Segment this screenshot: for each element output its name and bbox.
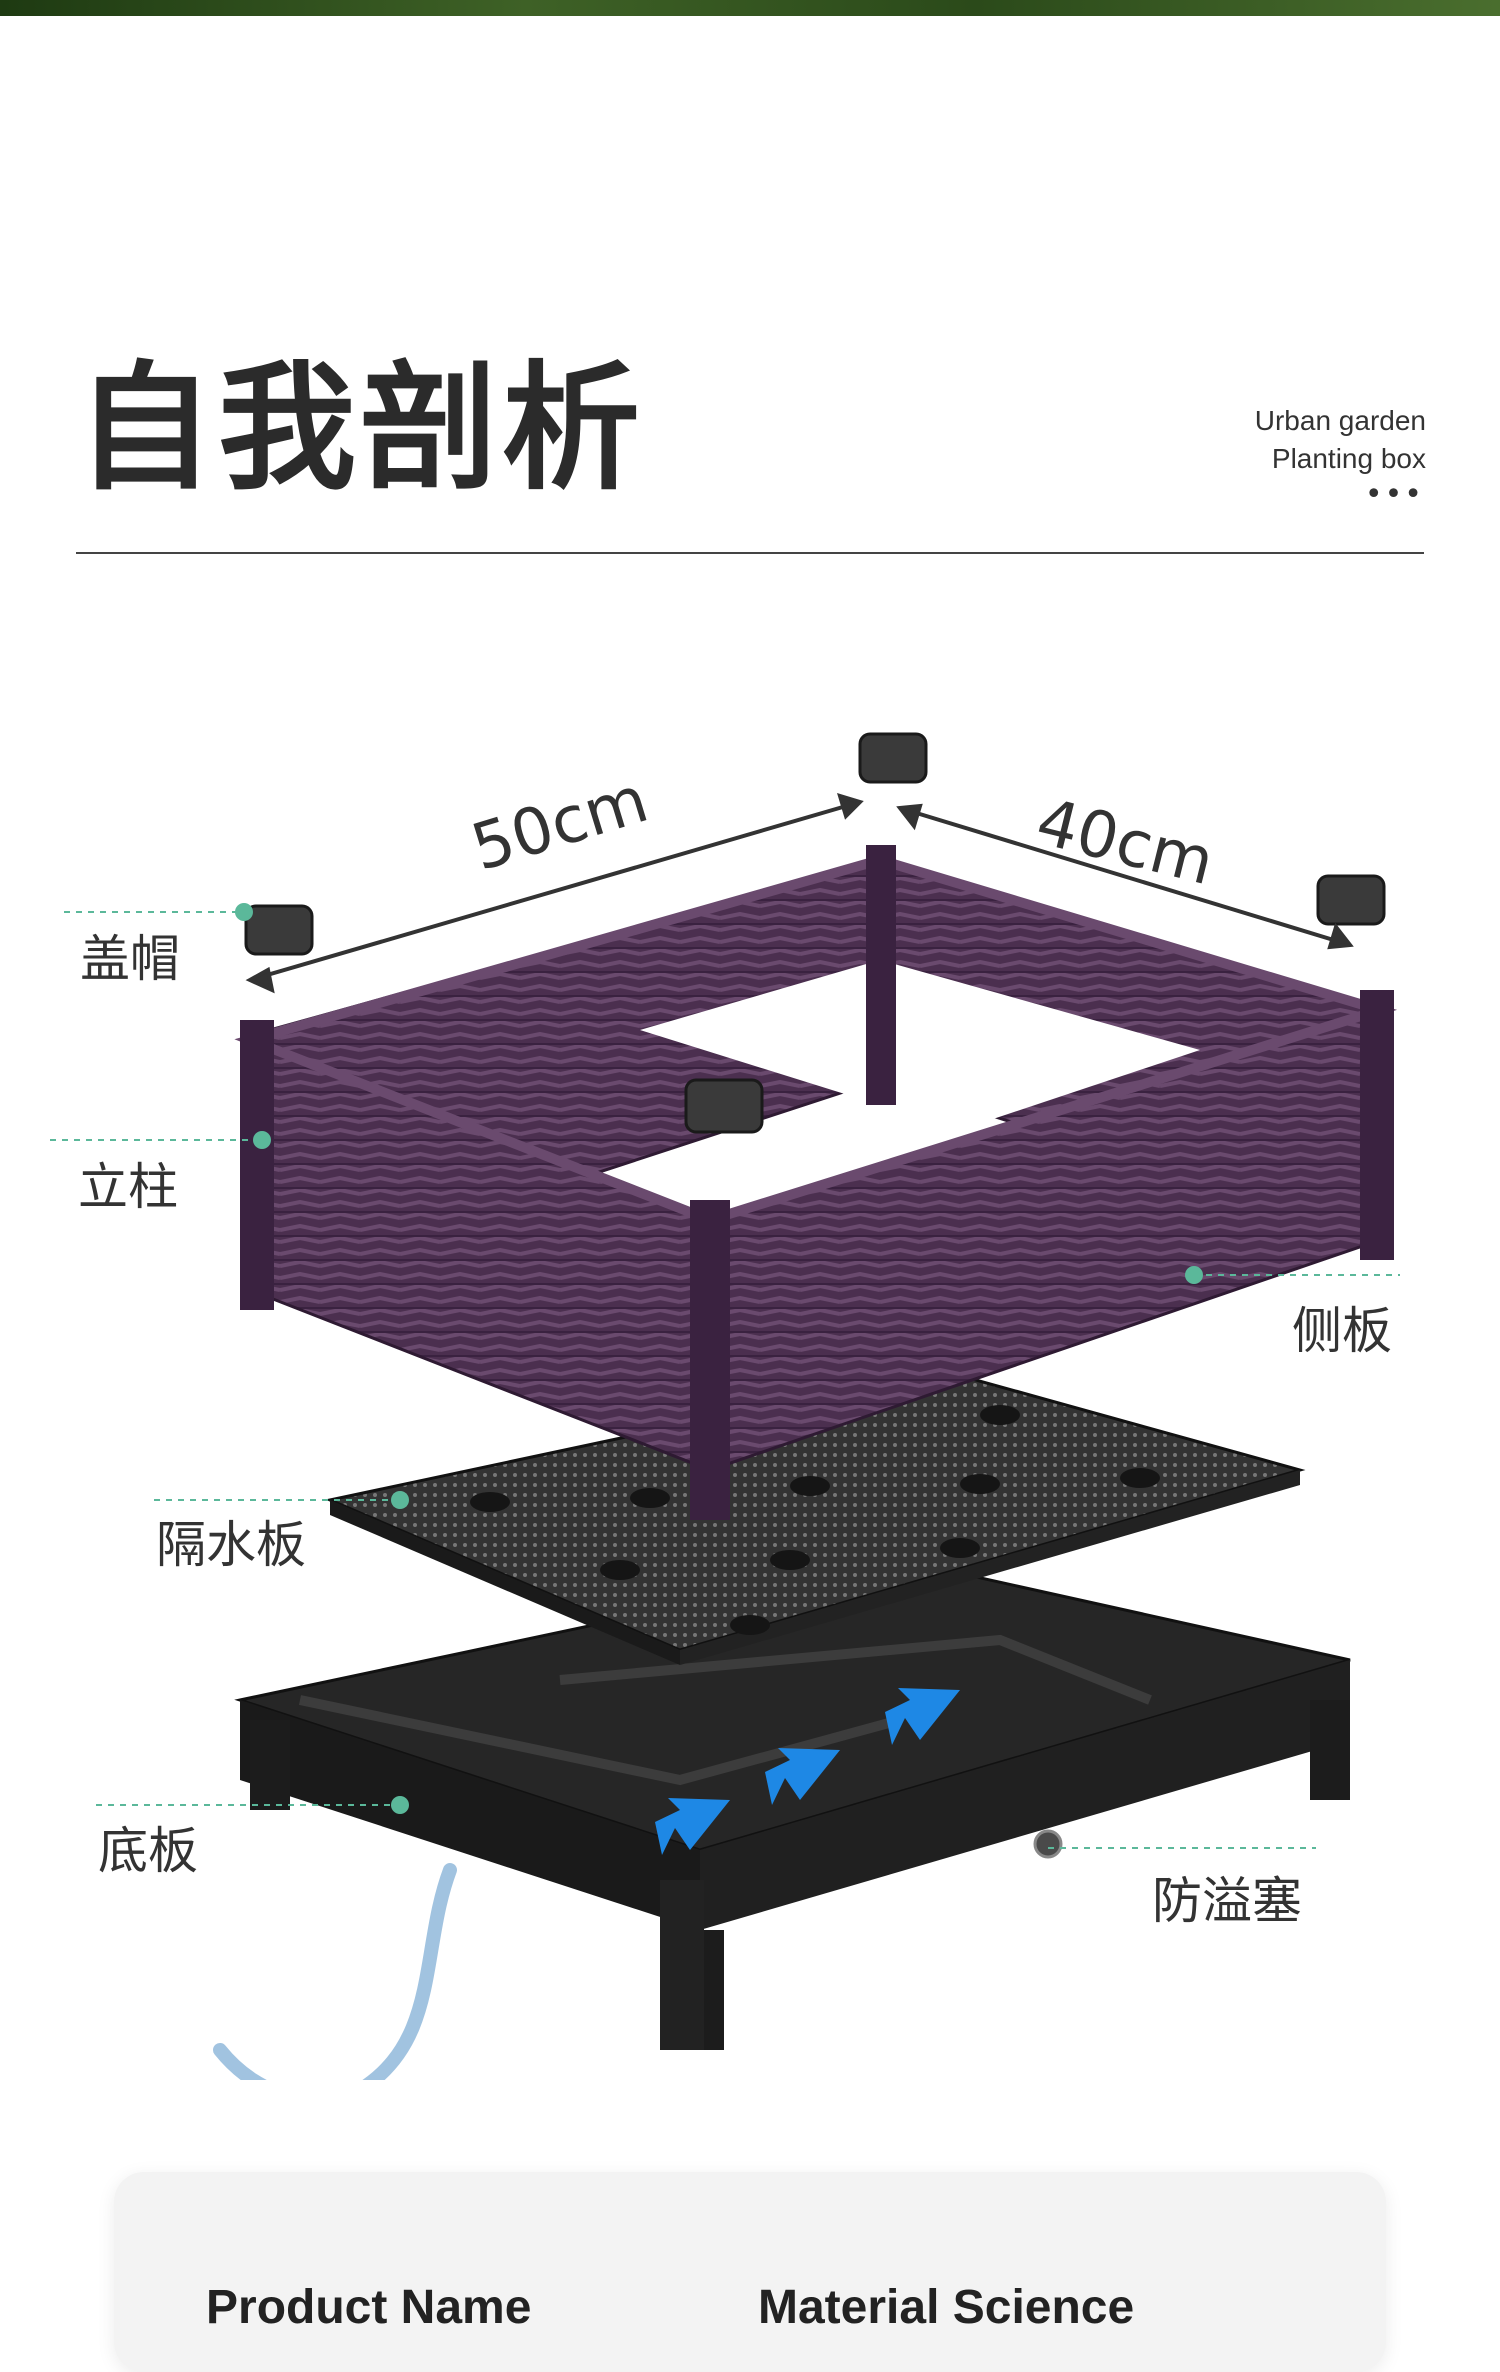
leader-lines <box>50 911 1400 1849</box>
water-splash <box>213 1863 457 2080</box>
label-water-barrier: 隔水板 <box>156 1516 306 1574</box>
planter-box-shape <box>234 845 1398 1520</box>
label-side-panel: 侧板 <box>1292 1302 1392 1360</box>
subtitle-line-2: Planting box <box>1271 443 1426 474</box>
table-header-product-name: Product Name <box>206 2281 532 2334</box>
leader-dots <box>235 903 1203 1814</box>
page-title: 自我剖析 <box>76 348 645 509</box>
spec-table-card <box>114 2172 1386 2372</box>
planter-illustration <box>50 732 1400 2080</box>
exploded-diagram: 50cm 40cm 盖帽 立柱 侧板 隔水板 底板 防溢塞 <box>0 700 1500 2080</box>
subtitle-line-1: Urban garden <box>1254 405 1426 436</box>
base-plate-shape <box>234 1558 1351 2050</box>
subtitle-en: Urban garden Planting box <box>1255 402 1426 478</box>
label-base-plate: 底板 <box>98 1822 198 1880</box>
overflow-plug-shape <box>1033 1829 1063 1859</box>
header-divider <box>76 552 1424 554</box>
cap-shapes <box>244 732 1386 1134</box>
label-post: 立柱 <box>78 1158 178 1216</box>
table-header-material-science: Material Science <box>758 2281 1135 2334</box>
label-overflow-plug: 防溢塞 <box>1152 1872 1302 1930</box>
water-flow-arrows <box>655 1688 960 1855</box>
dimension-lines <box>245 793 1354 994</box>
top-banner-strip <box>0 0 1500 16</box>
label-cap: 盖帽 <box>80 930 180 988</box>
ellipsis-dots: ••• <box>1364 477 1424 512</box>
